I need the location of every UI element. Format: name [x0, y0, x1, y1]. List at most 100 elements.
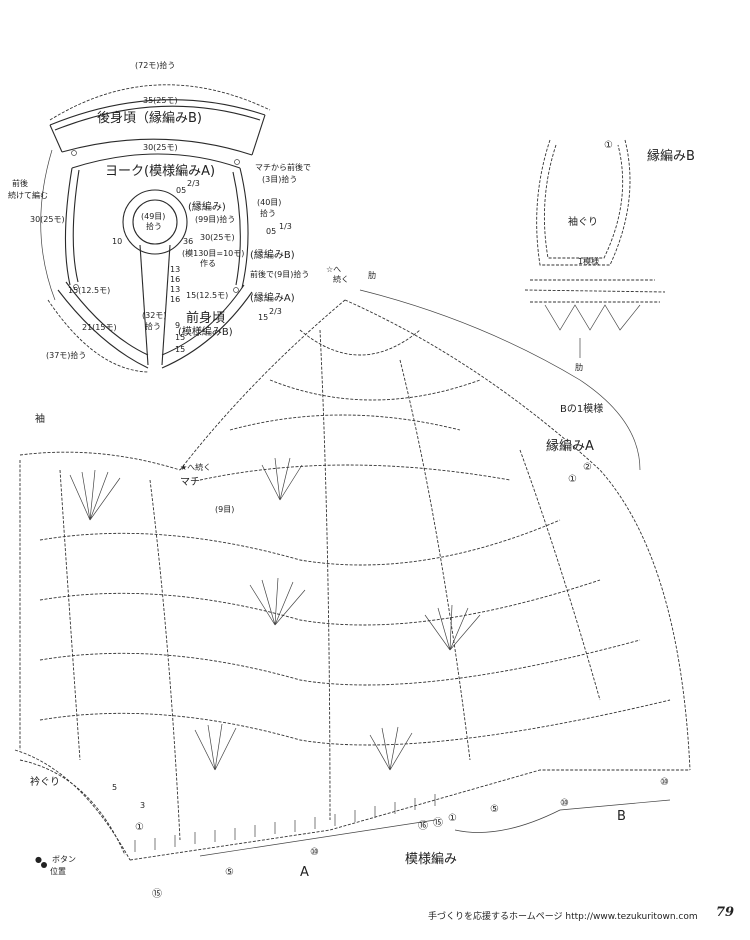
mesh-row: [229, 414, 461, 431]
continue-label: 続く: [333, 274, 349, 284]
row-mark-10b: ⑩: [560, 798, 569, 809]
fan: [249, 577, 306, 626]
chain-mesh: [39, 329, 671, 841]
gusset-label: マチ: [180, 476, 200, 488]
mesh-row: [39, 579, 601, 626]
repeat-b-label: Bの1模様: [560, 402, 603, 415]
front-opening-left: [139, 244, 149, 366]
neck-inner-circle: [132, 199, 178, 245]
fan: [69, 469, 121, 521]
edge-a-label: 縁編みA: [546, 438, 594, 454]
button-marker: ●: [35, 855, 42, 864]
front-right-count: 15(12.5モ): [186, 291, 228, 300]
row-mark-10a: ⑩: [310, 847, 319, 858]
rib-label: 肋: [368, 270, 376, 280]
main-crochet-chart: ☆へ 続く 肋 Bの1模様 縁編みA ① ② 袖 ★へ続く マチ (9目) 衿ぐ…: [14, 265, 691, 900]
gusset-note-2: (3目)拾う: [262, 174, 297, 184]
row-mark-5: 5: [112, 783, 117, 792]
fan: [194, 723, 237, 771]
fan: [369, 726, 413, 771]
star2-continue-label: ★へ続く: [180, 462, 211, 472]
yoke-top-edge: [71, 153, 241, 169]
mesh-row: [299, 329, 421, 356]
yoke-width-label: 30(25モ): [143, 143, 178, 152]
page-number: 79: [716, 905, 735, 920]
dimension-a: [199, 819, 436, 857]
armhole-chart: ① 縁編みB 袖ぐり 1模様 肋: [524, 139, 695, 372]
star-continue-label: ☆へ: [326, 265, 341, 274]
front-body-label: 前身頃: [186, 310, 225, 326]
marker-dot: [73, 284, 79, 290]
val-05-frac: 1/3: [279, 222, 292, 231]
armhole-inner: [543, 144, 624, 259]
dimension-b: [454, 799, 671, 833]
center-pick-label: 拾う: [145, 321, 161, 331]
back-right-side: [251, 114, 266, 156]
row-mark-15b: ⑮: [433, 817, 443, 829]
gusset-note-1: マチから前後で: [255, 162, 311, 172]
col-13-label: 13: [170, 265, 180, 274]
row-circle-2: ②: [583, 462, 592, 473]
edge-a-label: (縁編みA): [250, 291, 295, 304]
yoke-right-edge-2: [232, 171, 241, 286]
neckline-label: 衿ぐり: [30, 775, 60, 788]
yoke-label: ヨーク(模様編みA): [105, 163, 215, 179]
armhole-zigzag: [544, 304, 641, 331]
armhole-rib-label: 肋: [575, 362, 583, 372]
back-outer-edge-2: [54, 105, 261, 131]
nine-rows-label: (9目): [215, 505, 234, 514]
armhole-pattern-label: 1模様: [578, 256, 599, 266]
back-outer-edge: [49, 99, 266, 126]
yoke-left-edge: [64, 167, 73, 286]
marker-dot: [234, 159, 240, 165]
bottom-pick-label: (37モ)拾う: [46, 350, 86, 360]
neck-edge-count: (99目)拾う: [195, 214, 235, 224]
body-upper-left-edge: [179, 299, 346, 471]
yoke-left-edge-2: [72, 169, 80, 283]
garment-schematic: (72モ)拾う 35(25モ) 後身頃（縁編みB) 30(25モ) ヨーク(模様…: [8, 60, 311, 373]
bottom-count-label: 21(15モ): [82, 323, 117, 332]
armhole-label: 袖ぐり: [568, 215, 598, 228]
neckline-curve: [14, 749, 131, 861]
mesh-row: [269, 379, 481, 401]
top-pickup-arc: [49, 84, 271, 121]
front-body-sublabel: (模様編みB): [178, 325, 233, 338]
row-mark-16a: ⑯: [418, 820, 428, 832]
yoke-rows-label: 05: [176, 186, 186, 195]
left-note-2: 続けて編む: [8, 190, 48, 200]
front-opening-right: [161, 244, 171, 366]
col-16-label: 16: [170, 275, 180, 284]
row-mark-15c: ⑩: [660, 777, 669, 788]
mesh-col: [319, 329, 331, 821]
back-width-label: 35(25モ): [143, 96, 178, 105]
dimension-a-label: A: [300, 865, 309, 880]
count-40-label: (40目): [257, 198, 281, 207]
col-16b-label: 16: [170, 295, 180, 304]
footer-website-text: 手づくりを応援するホームページ http://www.tezukuritown.…: [428, 912, 698, 922]
bottom-edge: [129, 769, 690, 861]
button-position-label: 位置: [50, 866, 66, 876]
front-count-label: 15(12.5モ): [68, 286, 110, 295]
bottom-ribbing: [134, 794, 436, 852]
center-32-label: (32モ): [142, 311, 166, 320]
fan: [424, 604, 481, 651]
armhole-outline: [536, 139, 631, 266]
edge-b-label: (縁編みB): [250, 248, 295, 261]
fan: [261, 457, 303, 501]
front-right-inner: [161, 284, 245, 356]
back-inner-edge: [61, 138, 253, 156]
neck-pick-label: 拾う: [146, 221, 162, 231]
left-height-label: 30(25モ): [30, 215, 65, 224]
neck-edge-label: (縁編み): [188, 200, 226, 213]
val-36-detail: (模130目=10モ): [182, 248, 244, 258]
mesh-col: [59, 469, 81, 761]
sleeve-top-edge: [19, 451, 181, 471]
mesh-col: [149, 479, 181, 841]
neckline-curve-2: [19, 759, 126, 856]
val-15-frac: 2/3: [269, 307, 282, 316]
col-15-label: 15: [175, 333, 185, 342]
pattern-label: 模様編み: [405, 851, 457, 867]
row-circle-1: ①: [568, 474, 577, 485]
row-mark-5a: ⑤: [225, 867, 234, 878]
